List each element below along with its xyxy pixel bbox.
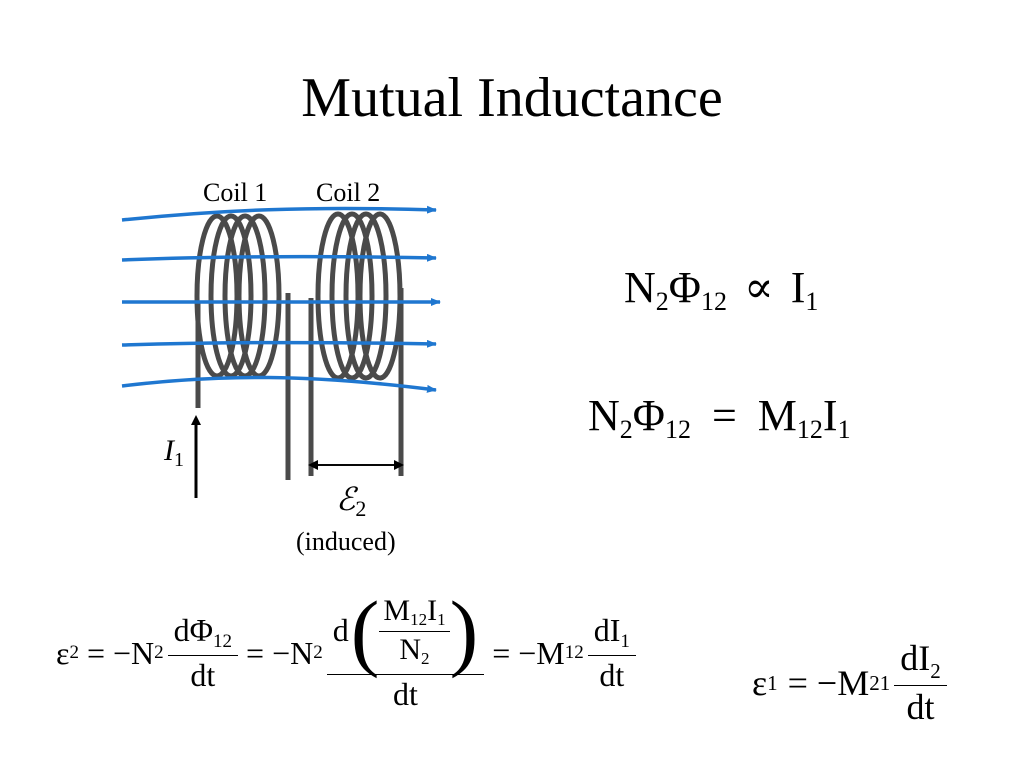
definition-equation: N2Φ12 = M12I1 <box>588 391 851 444</box>
coil-1-label: Coil 1 <box>203 178 267 207</box>
coil-2-label: Coil 2 <box>316 178 380 207</box>
current-label: I1 <box>163 434 184 471</box>
field-lines <box>121 205 441 393</box>
flux-derivative: dΦ12 dt <box>167 613 239 693</box>
proportional-equation: N2Φ12 ∝ I1 <box>624 263 819 316</box>
coil-2 <box>308 211 404 476</box>
substituted-derivative: d ( M12I1 N2 ) dt <box>326 588 485 711</box>
emf-label: ℰ2 <box>336 481 366 521</box>
induced-label: (induced) <box>296 527 396 556</box>
slide-title: Mutual Inductance <box>301 67 723 129</box>
current2-derivative: dI2 dt <box>894 639 947 727</box>
coil-diagram: Coil 1 Coil 2 I1 ℰ2 (induced) <box>121 178 441 556</box>
current-derivative: dI1 dt <box>587 613 636 693</box>
